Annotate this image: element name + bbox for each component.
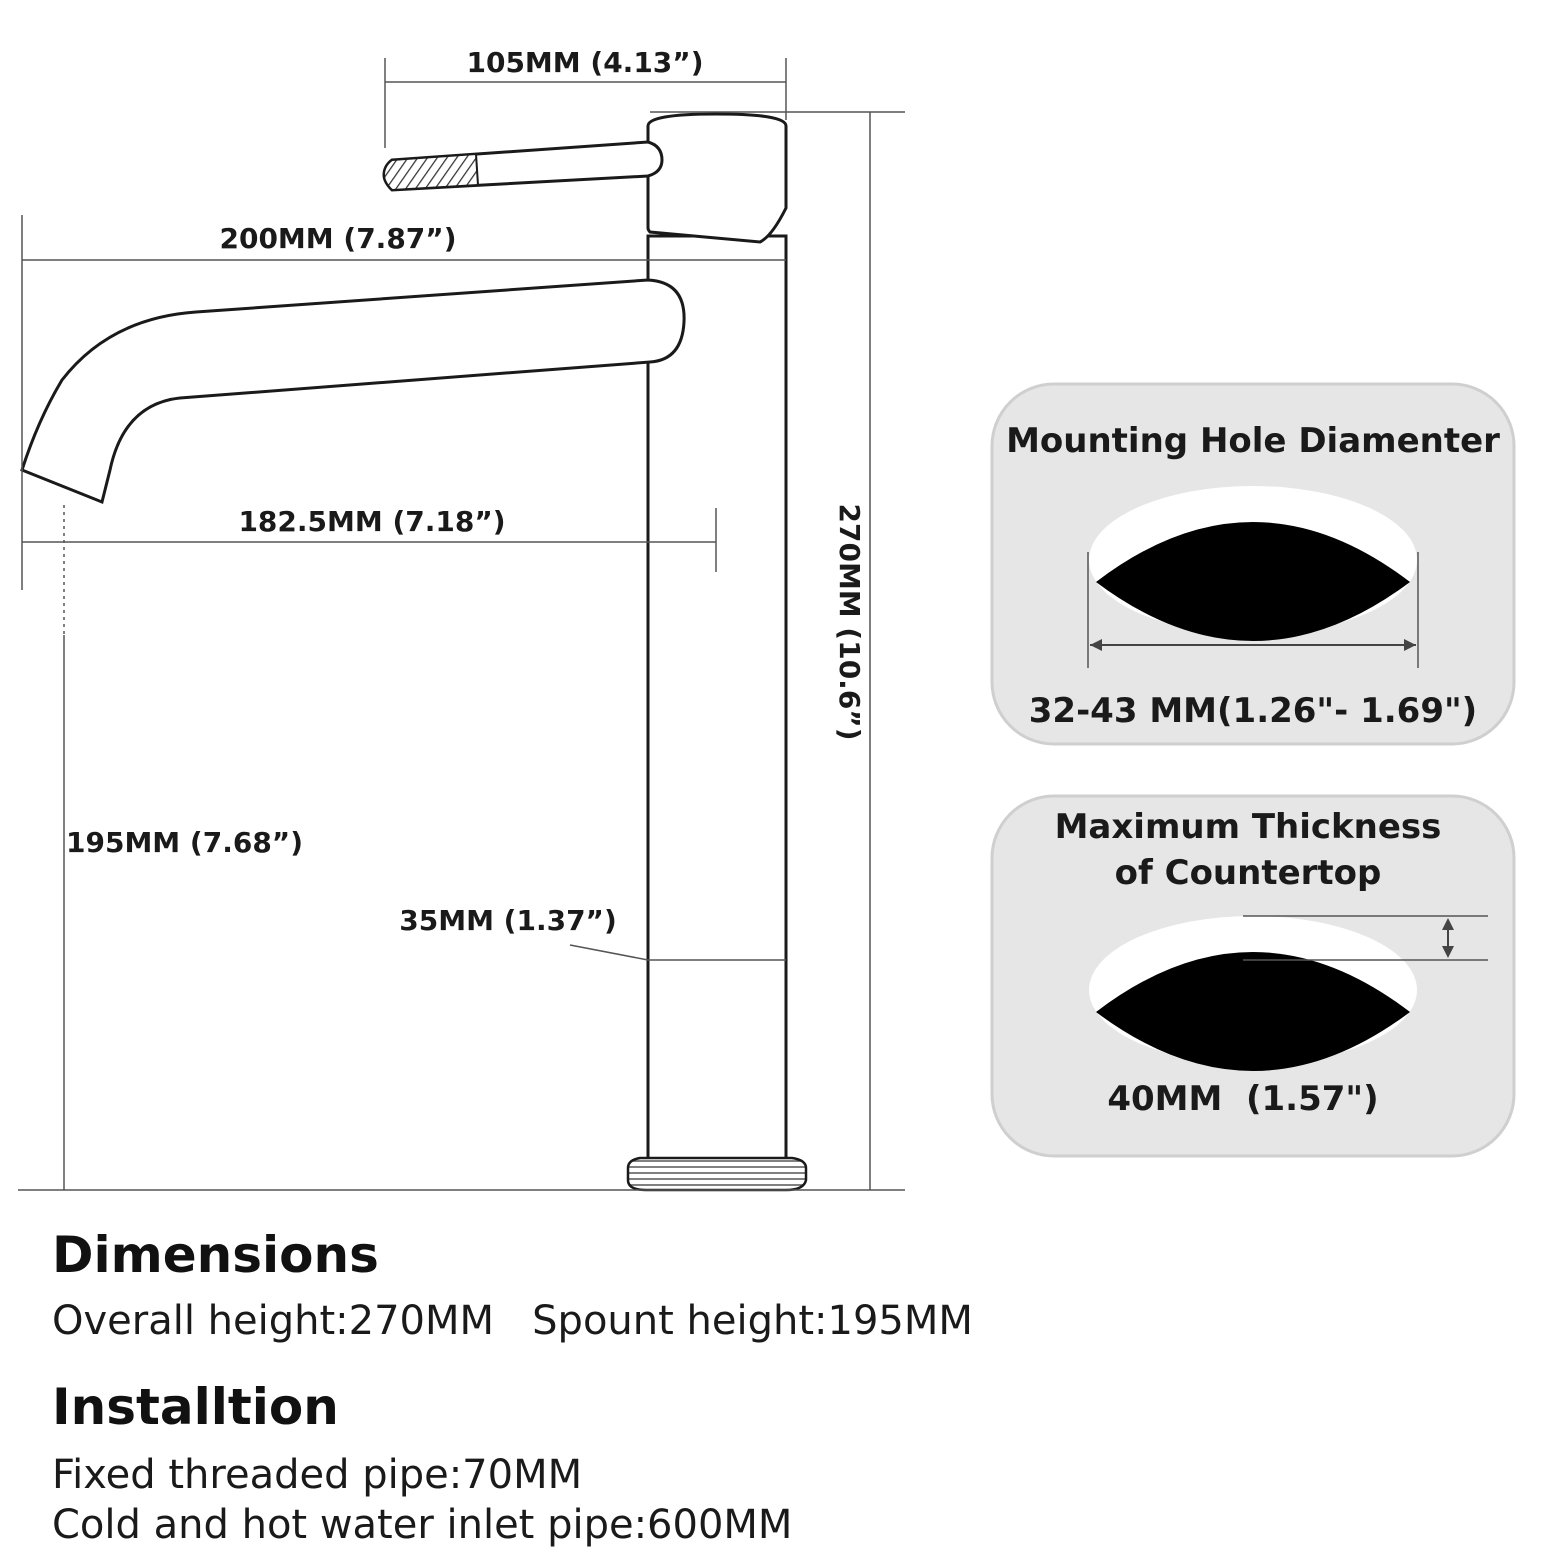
handle-knurled-grip xyxy=(382,152,480,192)
faucet-body xyxy=(646,234,788,1170)
mounting-hole-value: 32-43 MM(1.26"- 1.69") xyxy=(1029,691,1477,731)
dimensions-line: Overall height:270MM Spount height:195MM xyxy=(52,1298,973,1344)
countertop-title-line1: Maximum Thickness xyxy=(1055,807,1442,847)
installation-heading: Installtion xyxy=(52,1378,339,1436)
mounting-hole-shape xyxy=(1096,522,1410,641)
countertop-hole-shape xyxy=(1096,952,1410,1071)
countertop-panel: Maximum Thickness of Countertop 40MM (1.… xyxy=(990,794,1516,1158)
spout-height-label: 195MM (7.68”) xyxy=(66,826,303,859)
faucet-outline xyxy=(20,112,808,1192)
handle-length-label: 105MM (4.13”) xyxy=(466,46,703,79)
spout-to-body-label: 182.5MM (7.18”) xyxy=(238,505,505,538)
dimensions-heading: Dimensions xyxy=(52,1226,379,1284)
dimension-lines xyxy=(18,58,905,1191)
handle-cap xyxy=(646,112,788,244)
overall-height-label: 270MM (10.6”) xyxy=(833,503,866,740)
spout-reach-label: 200MM (7.87”) xyxy=(219,222,456,255)
mounting-hole-title: Mounting Hole Diamenter xyxy=(1006,421,1500,461)
body-diameter-label: 35MM (1.37”) xyxy=(399,904,617,937)
faucet-spout xyxy=(20,278,686,505)
countertop-title-line2: of Countertop xyxy=(1115,853,1382,893)
installation-line2: Cold and hot water inlet pipe:600MM xyxy=(52,1502,793,1548)
countertop-value: 40MM (1.57") xyxy=(1107,1079,1378,1119)
faucet-base xyxy=(626,1156,808,1192)
mounting-hole-panel: Mounting Hole Diamenter 32-43 MM(1.26"- … xyxy=(990,382,1516,746)
installation-line1: Fixed threaded pipe:70MM xyxy=(52,1452,583,1498)
